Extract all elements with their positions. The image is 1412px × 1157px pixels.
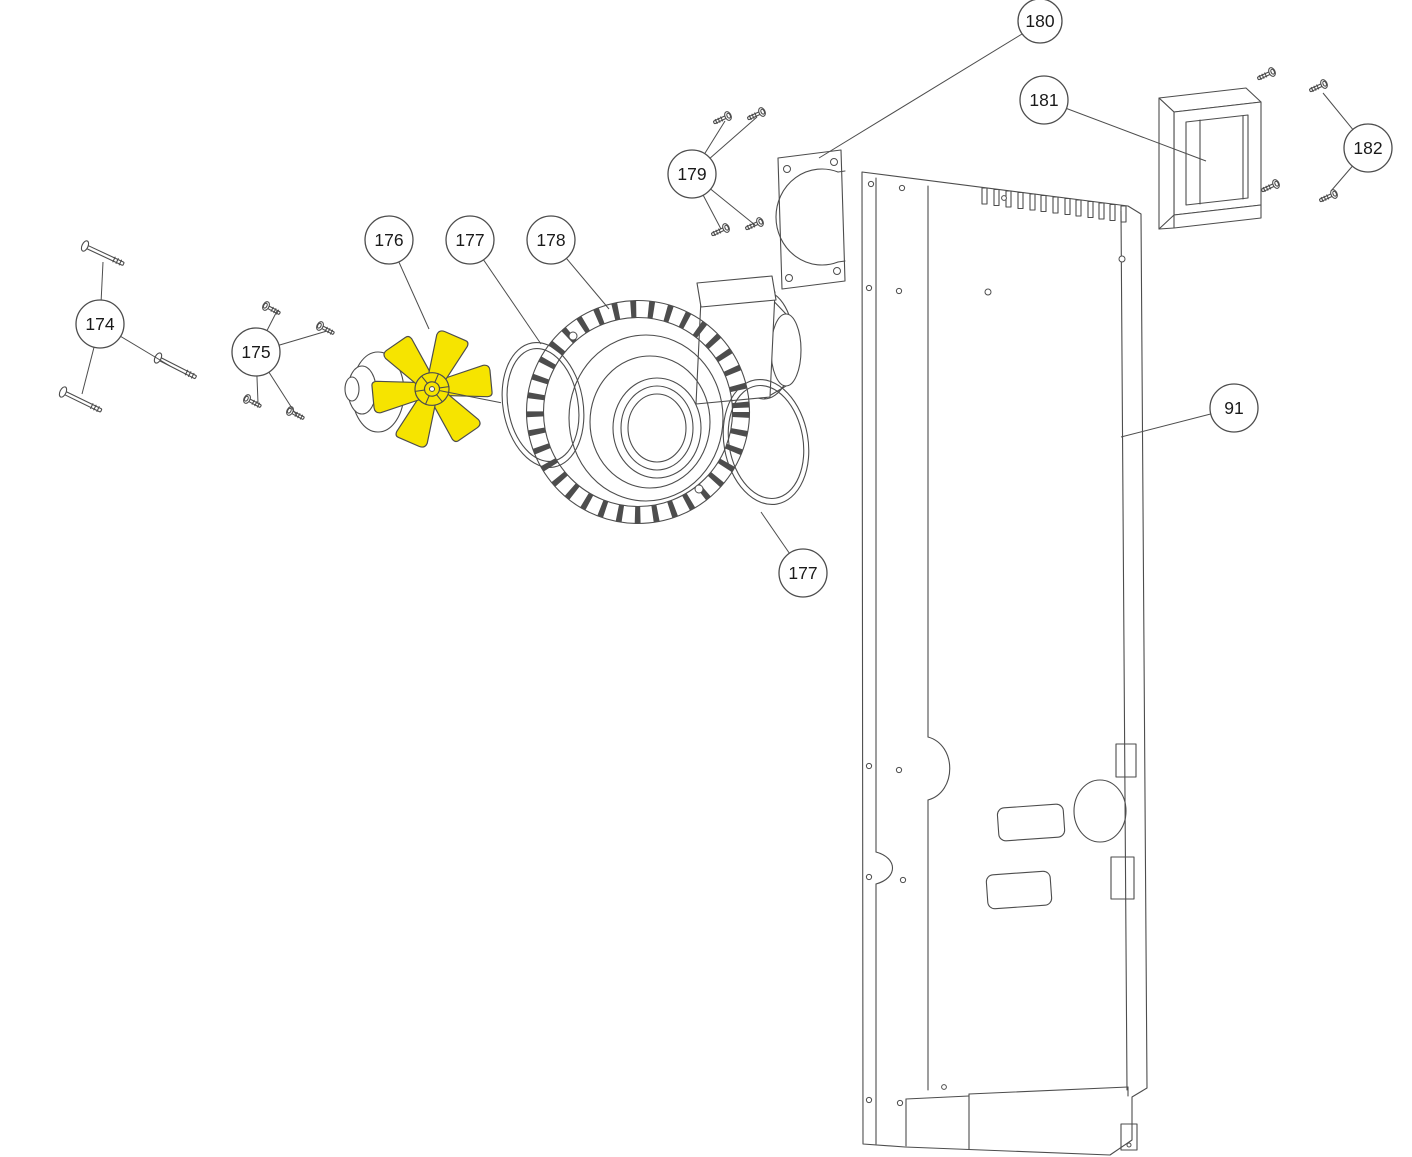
back-panel	[861, 171, 1148, 1156]
callout-177-right: 177	[778, 548, 828, 598]
svg-text:180: 180	[1025, 11, 1054, 31]
callout-180: 180	[1017, 0, 1063, 44]
callout-181: 181	[1019, 75, 1069, 125]
callout-175: 175	[231, 327, 281, 377]
panel-slot-lower	[985, 870, 1053, 910]
mounting-plate	[775, 149, 846, 290]
o-ring-right	[722, 378, 810, 506]
bracket-screws	[1255, 66, 1340, 206]
panel-edge-cutout-lower	[1110, 856, 1135, 900]
callout-174: 174	[75, 299, 125, 349]
svg-text:179: 179	[677, 164, 706, 184]
svg-text:177: 177	[455, 230, 484, 250]
blower-housing	[525, 275, 802, 525]
svg-text:174: 174	[85, 314, 114, 334]
svg-text:176: 176	[374, 230, 403, 250]
panel-foot-bracket	[1120, 1123, 1138, 1151]
svg-text:175: 175	[241, 342, 270, 362]
plate-screws	[709, 106, 768, 240]
callout-177-left: 177	[445, 215, 495, 265]
callout-176: 176	[364, 215, 414, 265]
svg-text:91: 91	[1224, 398, 1243, 418]
vent-slots	[981, 187, 1127, 223]
o-ring-left	[501, 342, 585, 468]
svg-text:178: 178	[536, 230, 565, 250]
fan-impeller	[371, 330, 502, 448]
callout-182: 182	[1343, 123, 1393, 173]
callout-91: 91	[1209, 383, 1259, 433]
callout-178: 178	[526, 215, 576, 265]
svg-text:181: 181	[1029, 90, 1058, 110]
svg-text:182: 182	[1353, 138, 1382, 158]
callout-179: 179	[667, 149, 717, 199]
panel-edge-cutout-upper	[1115, 743, 1137, 778]
panel-slot-upper	[996, 803, 1066, 842]
svg-text:177: 177	[788, 563, 817, 583]
panel-round-hole	[1073, 779, 1127, 843]
duct-bracket	[1158, 87, 1262, 230]
